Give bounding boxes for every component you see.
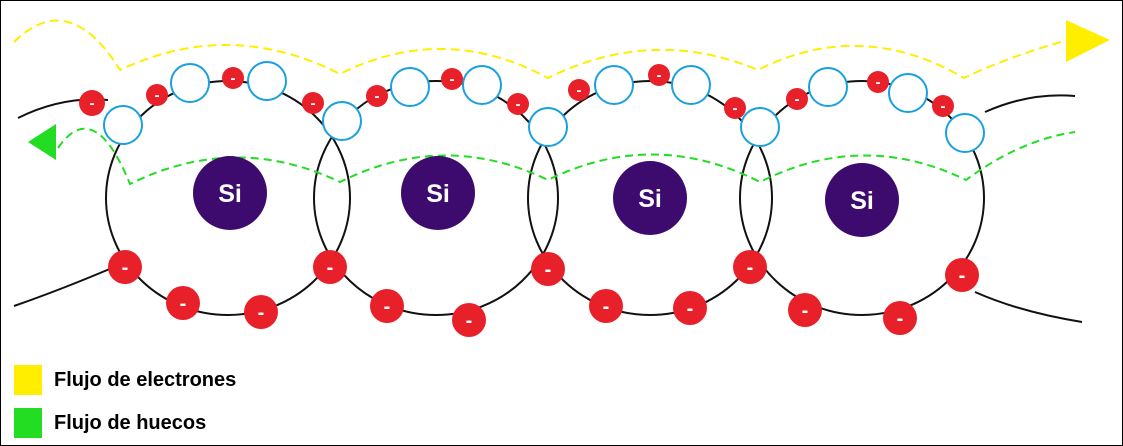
electron-charge-label: - — [180, 293, 187, 315]
electron-charge-label: - — [959, 265, 966, 287]
electron-charge-label: - — [733, 100, 738, 117]
electron-charge-label: - — [231, 70, 236, 87]
electron — [366, 85, 388, 107]
flow-arrows — [13, 19, 1110, 186]
electron — [244, 295, 278, 329]
electron — [883, 301, 917, 335]
silicon-atoms: Si Si Si Si — [193, 156, 899, 237]
hole-flow-swatch — [14, 408, 42, 438]
electron — [166, 286, 200, 320]
hole — [322, 101, 362, 141]
hole-flow-arrowhead — [28, 124, 56, 160]
electron-charge-label: - — [577, 82, 582, 99]
hole — [528, 107, 568, 147]
silicon-atom-label: Si — [218, 180, 242, 208]
electron — [673, 291, 707, 325]
orbit-arc-left-bottom — [13, 267, 113, 307]
electron-charge-label: - — [90, 95, 95, 112]
electron — [452, 303, 486, 337]
electron — [788, 293, 822, 327]
hole — [594, 65, 634, 105]
electron-charge-label: - — [687, 298, 694, 320]
hole — [390, 67, 430, 107]
electron-charge-label: - — [795, 91, 800, 108]
silicon-atom-2 — [401, 156, 475, 230]
orbit-ring-4 — [739, 80, 985, 316]
electron — [589, 289, 623, 323]
electron — [945, 258, 979, 292]
orbit-ring-2 — [313, 80, 559, 316]
electron — [302, 92, 324, 114]
electron — [222, 67, 244, 89]
hole-flow-label: Flujo de huecos — [54, 411, 207, 434]
electron — [568, 79, 590, 101]
hole — [170, 63, 210, 103]
electron — [648, 64, 670, 86]
electron — [313, 250, 347, 284]
electron-charge-label: - — [258, 302, 265, 324]
electron-charge-label: - — [876, 74, 881, 91]
silicon-atom-label: Si — [426, 180, 450, 208]
electron-charge-label: - — [657, 67, 662, 84]
hole — [808, 67, 848, 107]
silicon-atom-1 — [193, 156, 267, 230]
electron-charge-label: - — [311, 95, 316, 112]
electron — [932, 95, 954, 117]
electron-charge-label: - — [603, 296, 610, 318]
electron — [507, 93, 529, 115]
hole — [247, 61, 287, 101]
electron-charge-label: - — [941, 98, 946, 115]
silicon-atom-3 — [613, 161, 687, 235]
electron — [108, 250, 142, 284]
valence-particles: - - - - - - - - - - - - - - - - - - - - - - - - - - — [79, 61, 985, 337]
electron-flow-arrowhead — [1066, 20, 1110, 62]
electron — [531, 252, 565, 286]
orbit-arc-right-top — [984, 94, 1076, 113]
electron-flow-label: Flujo de electrones — [54, 368, 237, 391]
electron-flow-path — [13, 19, 1069, 80]
hole — [462, 65, 502, 105]
silicon-atom-4 — [825, 163, 899, 237]
electron-charge-label: - — [155, 87, 160, 104]
electron-charge-label: - — [747, 257, 754, 279]
electron-charge-label: - — [327, 257, 334, 279]
legend-electron-flow: Flujo de electrones — [14, 365, 236, 395]
electron — [867, 71, 889, 93]
electron-charge-label: - — [897, 308, 904, 330]
orbit-arc-right-bottom — [974, 291, 1083, 323]
hole — [671, 65, 711, 105]
electron-charge-label: - — [516, 96, 521, 113]
electron — [146, 84, 168, 106]
electron-charge-label: - — [450, 71, 455, 88]
silicon-atom-label: Si — [850, 187, 874, 215]
electron-charge-label: - — [122, 257, 129, 279]
electron-charge-label: - — [466, 310, 473, 332]
hole — [945, 113, 985, 153]
electron-charge-label: - — [375, 88, 380, 105]
electron — [441, 68, 463, 90]
hole — [103, 105, 143, 145]
legend-hole-flow: Flujo de huecos — [14, 408, 206, 438]
hole — [740, 107, 780, 147]
electron — [370, 289, 404, 323]
electron — [79, 90, 105, 116]
hole — [888, 73, 928, 113]
electron-charge-label: - — [384, 296, 391, 318]
electron-flow-swatch — [14, 365, 42, 395]
electron-charge-label: - — [545, 259, 552, 281]
electron — [733, 250, 767, 284]
electron — [786, 88, 808, 110]
electron-charge-label: - — [802, 300, 809, 322]
electron — [724, 97, 746, 119]
silicon-atom-label: Si — [638, 185, 662, 213]
